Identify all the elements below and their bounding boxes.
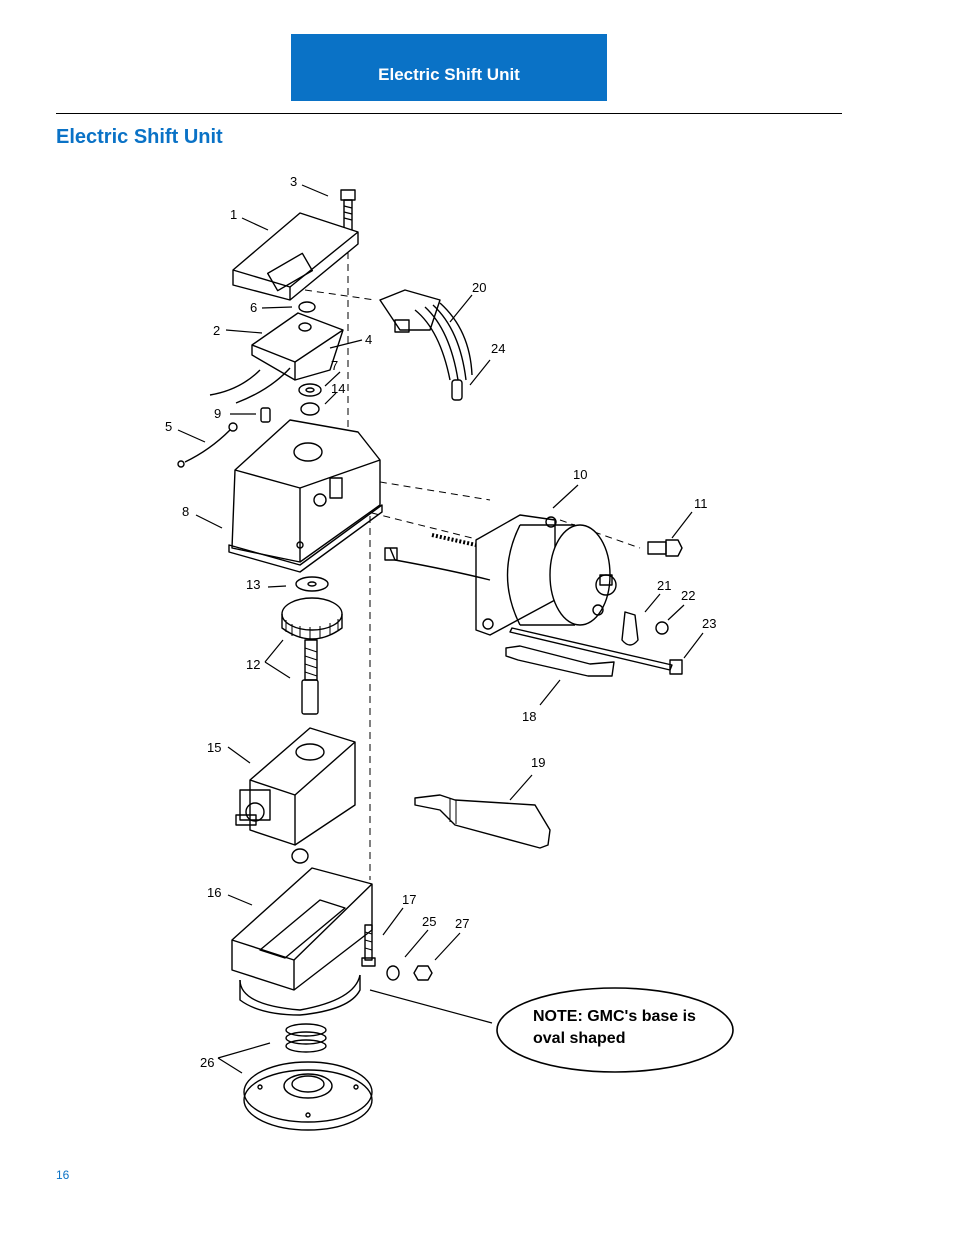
callout-16: 16 xyxy=(207,885,221,900)
callout-8: 8 xyxy=(182,504,189,519)
callout-1: 1 xyxy=(230,207,237,222)
part-nut-14 xyxy=(300,402,320,416)
part-flange-26 xyxy=(243,1061,373,1131)
callout-18: 18 xyxy=(522,709,536,724)
part-housing-8 xyxy=(228,419,383,573)
part-cover-1 xyxy=(232,212,359,301)
callout-15: 15 xyxy=(207,740,221,755)
note-line-1: NOTE: GMC's base is xyxy=(533,1008,696,1025)
header-rule xyxy=(56,113,842,114)
callout-6: 6 xyxy=(250,300,257,315)
part-plate-2 xyxy=(209,312,344,404)
callout-27: 27 xyxy=(455,916,469,931)
part-connector-20 xyxy=(379,289,473,381)
callout-13: 13 xyxy=(246,577,260,592)
part-nut-27 xyxy=(413,965,433,981)
part-pin-24 xyxy=(451,379,463,401)
callout-7: 7 xyxy=(331,358,338,373)
callout-3: 3 xyxy=(290,174,297,189)
callout-14: 14 xyxy=(331,381,345,396)
callout-21: 21 xyxy=(657,578,671,593)
part-washer-13 xyxy=(295,576,329,592)
part-washer-25 xyxy=(386,965,400,981)
callout-10: 10 xyxy=(573,467,587,482)
part-nut-6 xyxy=(298,301,316,313)
callout-4: 4 xyxy=(365,332,372,347)
part-wire-5 xyxy=(177,422,238,468)
part-pin-9 xyxy=(260,407,271,423)
callout-labels: 3 1 6 2 4 7 14 9 5 8 13 12 15 16 17 25 2… xyxy=(165,174,716,1070)
page-number: 16 xyxy=(56,1168,70,1182)
part-washer-7 xyxy=(298,383,322,397)
section-title: Electric Shift Unit xyxy=(56,126,223,148)
part-tie-23 xyxy=(509,627,683,675)
part-actuator-15 xyxy=(235,727,356,864)
part-motor-10 xyxy=(384,514,617,636)
part-screw-17 xyxy=(361,924,376,967)
part-tube-18 xyxy=(505,645,615,677)
callout-25: 25 xyxy=(422,914,436,929)
callout-23: 23 xyxy=(702,616,716,631)
callout-5: 5 xyxy=(165,419,172,434)
callout-22: 22 xyxy=(681,588,695,603)
callout-2: 2 xyxy=(213,323,220,338)
callout-19: 19 xyxy=(531,755,545,770)
callout-26: 26 xyxy=(200,1055,214,1070)
part-bolt-11 xyxy=(647,539,683,557)
part-nut-22 xyxy=(655,621,669,635)
part-clamp-21 xyxy=(621,611,639,646)
callout-20: 20 xyxy=(472,280,486,295)
callout-17: 17 xyxy=(402,892,416,907)
part-gear-12 xyxy=(281,597,343,715)
callout-9: 9 xyxy=(214,406,221,421)
part-tube-19 xyxy=(414,794,551,849)
callout-24: 24 xyxy=(491,341,505,356)
callout-11: 11 xyxy=(694,496,708,511)
part-base-16 xyxy=(231,867,373,1016)
note-ellipse xyxy=(496,987,734,1073)
part-bolt-3 xyxy=(340,189,356,231)
header-tab: Electric Shift Unit xyxy=(291,34,607,101)
leader-lines xyxy=(177,184,704,1074)
note-line-2: oval shaped xyxy=(533,1030,625,1047)
callout-12: 12 xyxy=(246,657,260,672)
part-spring-26 xyxy=(285,1023,327,1053)
header-tab-label: Electric Shift Unit xyxy=(378,64,520,84)
